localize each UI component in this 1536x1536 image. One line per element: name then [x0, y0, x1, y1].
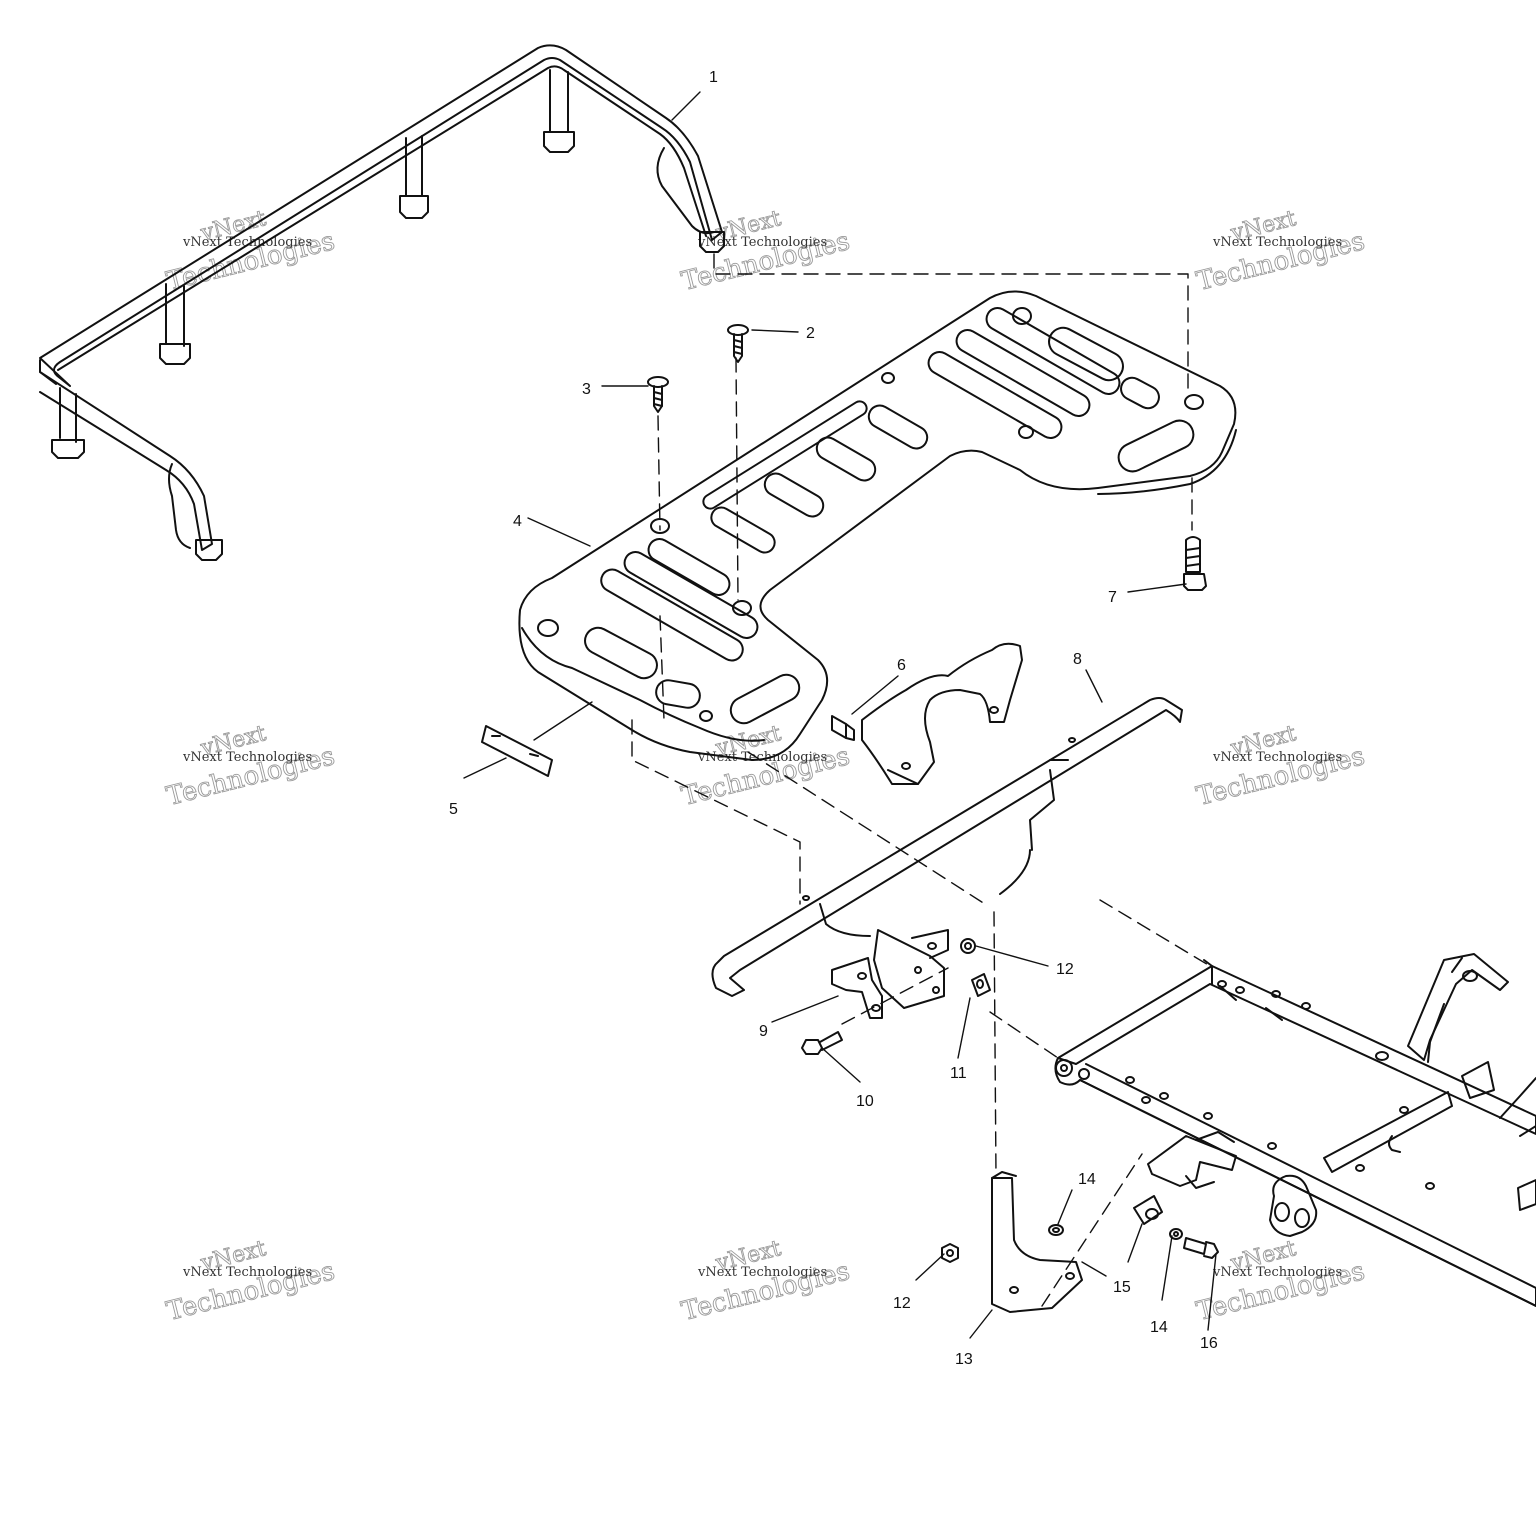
leader-lines [463, 91, 1217, 1339]
watermark-8: vNext Technologies vNext Technologies [678, 1236, 853, 1328]
screw-3 [648, 377, 668, 412]
dashed-guides [631, 253, 1211, 1307]
watermark-line2: vNext Technologies [182, 750, 312, 765]
rack-plate-edge [522, 628, 764, 741]
watermark-line2: vNext Technologies [697, 750, 827, 765]
frame-bracket [1148, 1132, 1236, 1188]
callout-14-upper: 14 [1078, 1171, 1096, 1188]
watermark-line2: vNext Technologies [1212, 1265, 1342, 1280]
mount-bracket-9 [832, 958, 882, 1018]
frame-holes [1126, 981, 1434, 1189]
watermark-line2: vNext Technologies [1212, 235, 1342, 250]
callout-8: 8 [1073, 651, 1082, 668]
rail-front-tube [40, 372, 56, 384]
lower-bracket-13 [992, 1172, 1082, 1312]
callout-7: 7 [1108, 589, 1117, 606]
callout-15: 15 [1113, 1279, 1131, 1296]
callout-12-lower: 12 [893, 1295, 911, 1312]
watermark-line2: vNext Technologies [182, 235, 312, 250]
bolt-10 [802, 1032, 842, 1054]
callout-3: 3 [582, 381, 591, 398]
callout-4: 4 [513, 513, 522, 530]
nut-12-lower [942, 1244, 958, 1262]
callout-1: 1 [709, 69, 718, 86]
rack-plate-slots [580, 304, 1198, 728]
reflector-decal [482, 726, 552, 776]
washer-14-left [1049, 1225, 1063, 1235]
callout-13: 13 [955, 1351, 973, 1368]
callout-14-lower: 14 [1150, 1319, 1168, 1336]
callout-11: 11 [950, 1065, 967, 1082]
callout-6: 6 [897, 657, 906, 674]
bolt-7 [1184, 537, 1206, 590]
callout-2: 2 [806, 325, 815, 342]
callout-9: 9 [759, 1023, 768, 1040]
rail-posts [52, 70, 724, 560]
watermark-line2: vNext Technologies [182, 1265, 312, 1280]
spacer-11 [972, 974, 990, 996]
rack-plate-holes [538, 308, 1203, 721]
callout-5: 5 [449, 801, 458, 818]
mount-bracket-main [874, 930, 948, 1008]
callout-12-upper: 12 [1056, 961, 1074, 978]
callout-16: 16 [1200, 1335, 1218, 1352]
rear-bumper [712, 698, 1182, 996]
bolt-16 [1184, 1238, 1218, 1258]
watermark-line2: vNext Technologies [697, 1265, 827, 1280]
rail-rear-hoop [657, 148, 714, 233]
screw-2 [728, 325, 748, 362]
rack-plate-outline [519, 291, 1235, 760]
callout-10: 10 [856, 1093, 874, 1110]
rail-front-hoop [169, 464, 190, 548]
spacer-15 [1134, 1196, 1162, 1224]
callout-labels: 1 2 3 4 5 6 7 8 9 10 11 12 12 13 14 14 1… [449, 69, 1218, 1368]
rail-front-leg [40, 360, 212, 550]
washer-14-right [1170, 1229, 1182, 1239]
watermark-line2: vNext Technologies [697, 235, 827, 250]
rail-outer [40, 45, 722, 386]
nut-12-upper [961, 939, 975, 953]
rack-rail [40, 45, 724, 560]
rail-inner [58, 66, 706, 370]
vehicle-frame [1055, 954, 1536, 1306]
watermark-line2: vNext Technologies [1212, 750, 1342, 765]
rack-plate [519, 291, 1236, 760]
bracket-bolt-6 [832, 716, 854, 740]
upper-bracket [862, 644, 1022, 784]
